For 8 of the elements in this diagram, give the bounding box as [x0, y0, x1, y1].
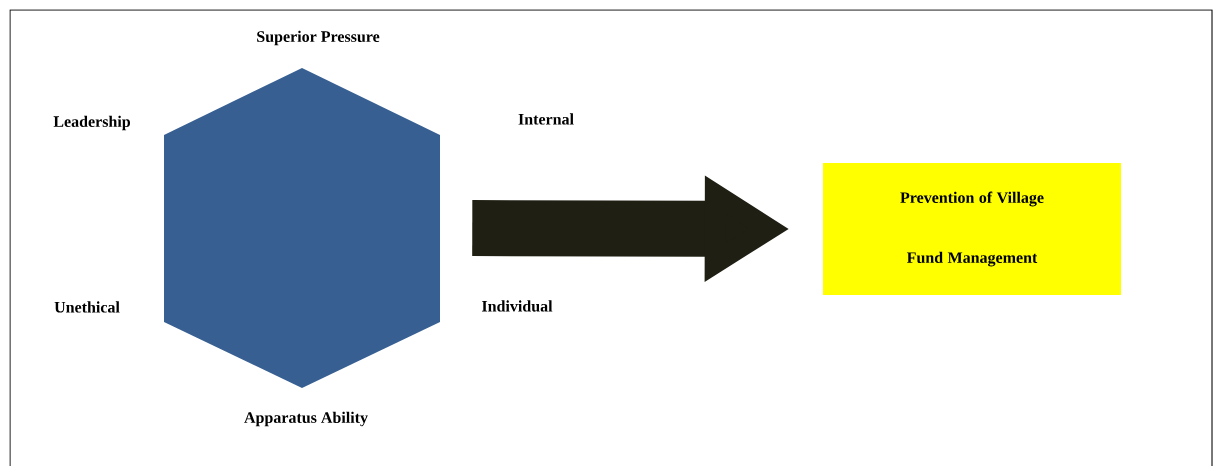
side-label: Apparatus Ability	[244, 411, 368, 427]
text-box: Prevention of Village Fund Management	[823, 163, 1121, 295]
hexagon	[164, 68, 440, 388]
side-label: Unethical	[54, 301, 120, 313]
side-label: Individual	[482, 300, 553, 312]
side-label: Superior Pressure	[257, 30, 380, 46]
side-label: Leadership	[53, 115, 131, 131]
side-label: Internal	[518, 113, 574, 125]
